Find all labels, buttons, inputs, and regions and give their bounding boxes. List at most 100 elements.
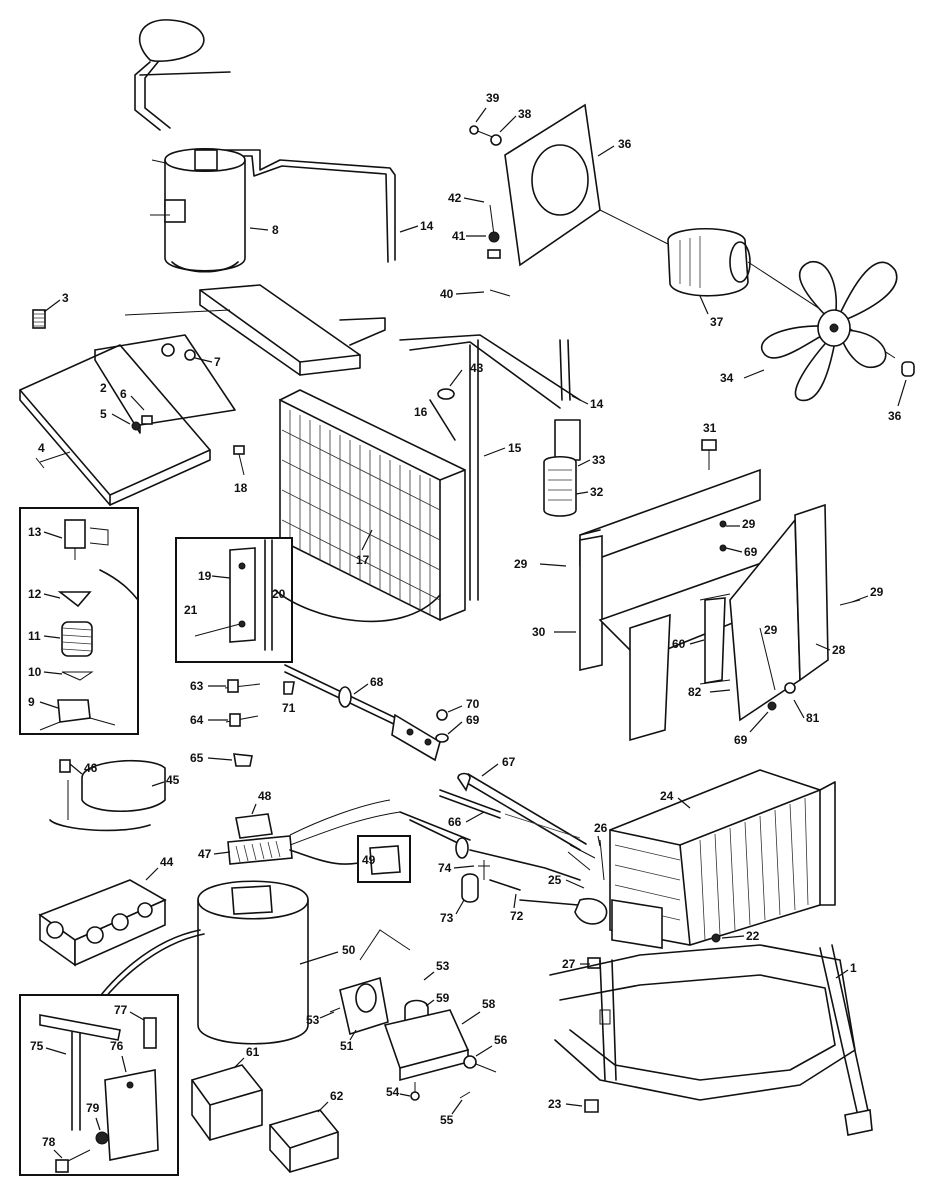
part-label-46: 46 [84,761,98,775]
part-label-69a: 69 [744,545,758,559]
electrical-components [191,929,497,1173]
part-label-65: 65 [190,751,204,765]
cabinet-partition [579,439,861,742]
part-label-42: 42 [448,191,462,205]
part-label-49: 49 [362,853,376,867]
base-bracket-assembly [19,284,386,506]
small-fasteners [224,679,295,767]
evaporator-coil [587,769,836,969]
part-label-21: 21 [184,603,198,617]
part-label-23: 23 [548,1097,562,1111]
part-label-56: 56 [494,1033,508,1047]
part-label-79: 79 [86,1101,100,1115]
part-label-72: 72 [510,909,524,923]
fan-blade [761,261,898,402]
part-label-53a: 53 [306,1013,320,1027]
part-label-1: 1 [850,961,857,975]
part-label-60: 60 [672,637,686,651]
capillary-assembly [543,339,581,517]
part-label-11: 11 [28,629,41,643]
part-label-29b: 29 [514,557,528,571]
part-label-43: 43 [470,361,484,375]
part-label-26: 26 [594,821,608,835]
part-label-59: 59 [436,991,450,1005]
part-label-63: 63 [190,679,204,693]
part-label-31: 31 [703,421,717,435]
part-label-40: 40 [440,287,454,301]
part-label-68: 68 [370,675,384,689]
part-label-29a: 29 [742,517,756,531]
control-shafts [284,664,608,925]
linkage-parts [461,860,521,903]
fan-shroud [469,103,601,297]
part-label-19: 19 [198,569,212,583]
part-label-69c: 69 [466,713,480,727]
base-pan [549,944,873,1136]
part-label-70: 70 [466,697,480,711]
compressor-assembly [134,19,396,273]
part-label-12: 12 [28,587,42,601]
part-label-66: 66 [448,815,462,829]
part-label-55: 55 [440,1113,454,1127]
part-label-34: 34 [720,371,734,385]
part-label-74: 74 [438,861,452,875]
part-label-9: 9 [28,695,35,709]
part-label-5: 5 [100,407,107,421]
part-label-62: 62 [330,1089,344,1103]
part-label-50: 50 [342,943,356,957]
part-label-58: 58 [482,997,496,1011]
part-label-82: 82 [688,685,702,699]
part-label-2: 2 [100,381,107,395]
accumulator-tank [89,880,309,1045]
part-label-28: 28 [832,643,846,657]
part-label-6: 6 [120,387,127,401]
part-label-64: 64 [190,713,204,727]
valve-assembly [39,519,139,731]
part-label-51: 51 [340,1039,354,1053]
part-label-67: 67 [502,755,516,769]
part-label-32: 32 [590,485,604,499]
part-label-3: 3 [62,291,69,305]
part-label-16: 16 [414,405,428,419]
part-label-36a: 36 [618,137,632,151]
part-label-53b: 53 [436,959,450,973]
part-label-10: 10 [28,665,42,679]
part-label-25: 25 [548,873,562,887]
part-label-8: 8 [272,223,279,237]
part-label-15: 15 [508,441,522,455]
part-label-30: 30 [532,625,546,639]
mounting-bracket [194,539,441,651]
part-label-69b: 69 [734,733,748,747]
part-label-54: 54 [386,1085,400,1099]
part-label-14a: 14 [420,219,434,233]
part-label-27: 27 [562,957,576,971]
fan-motor [599,209,896,359]
part-label-81: 81 [806,711,820,725]
part-label-29d: 29 [764,623,778,637]
part-label-22: 22 [746,929,760,943]
part-label-36b: 36 [888,409,902,423]
part-label-38: 38 [518,107,532,121]
part-label-29c: 29 [870,585,884,599]
part-label-73: 73 [440,911,454,925]
part-label-7: 7 [214,355,221,369]
part-label-78: 78 [42,1135,56,1149]
part-label-48: 48 [258,789,272,803]
terminal-block [227,799,411,883]
part-label-18: 18 [234,481,248,495]
part-label-24: 24 [660,789,674,803]
part-label-61: 61 [246,1045,260,1059]
part-label-71: 71 [282,701,296,715]
condenser-coil [279,334,581,622]
part-label-14b: 14 [590,397,604,411]
part-label-4: 4 [38,441,45,455]
part-label-39: 39 [486,91,500,105]
part-label-13: 13 [28,525,42,539]
part-label-47: 47 [198,847,212,861]
part-label-45: 45 [166,773,180,787]
part-label-37: 37 [710,315,724,329]
mounting-hardware [39,1014,159,1173]
part-label-77: 77 [114,1003,128,1017]
part-label-41: 41 [452,229,466,243]
part-label-33: 33 [592,453,606,467]
